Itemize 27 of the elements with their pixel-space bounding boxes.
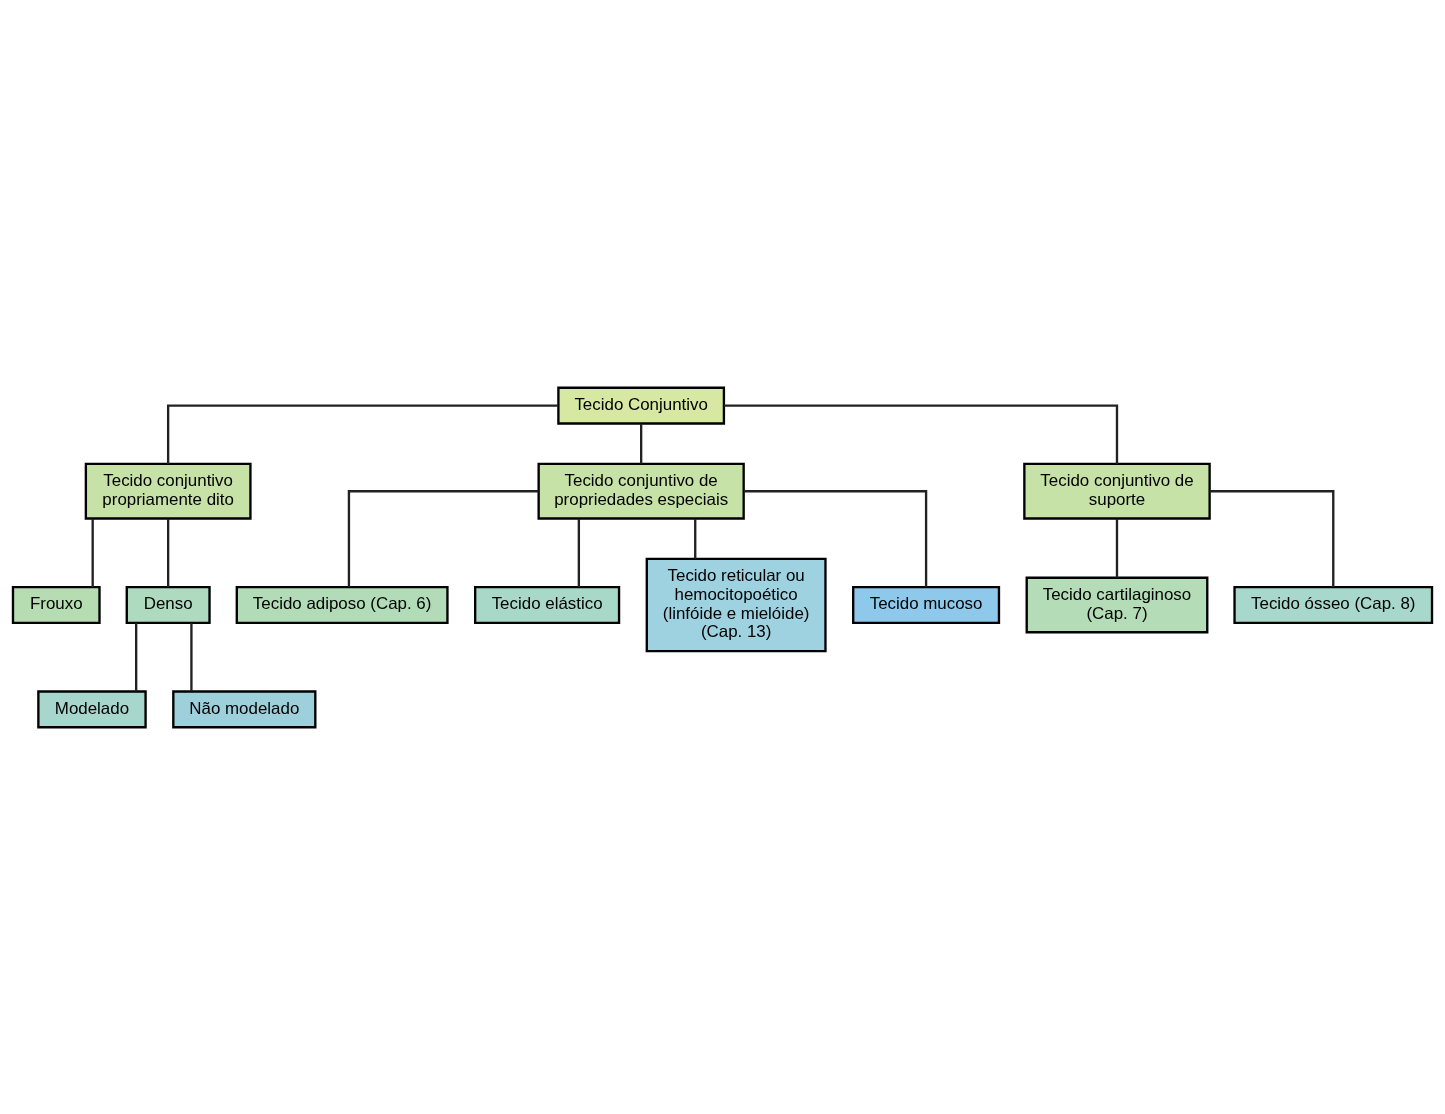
node-box: Modelado	[37, 689, 147, 728]
connector	[640, 423, 643, 464]
connector	[1115, 518, 1119, 578]
node-box: Tecido elástico	[474, 585, 621, 624]
connector	[166, 518, 170, 587]
connector	[347, 489, 539, 587]
connector	[577, 518, 581, 587]
node-box: Denso	[125, 585, 211, 624]
node-box: Tecido conjuntivo de propriedades especiais	[537, 462, 745, 520]
connector	[91, 518, 94, 587]
connector	[1209, 489, 1335, 587]
node-box: Tecido mucoso	[852, 585, 1001, 624]
connector	[135, 622, 138, 691]
node-box: Tecido adiposo (Cap. 6)	[235, 585, 449, 624]
node-box: Não modelado	[172, 689, 317, 728]
node-box: Tecido conjuntivo de suporte	[1023, 462, 1211, 520]
connector	[744, 489, 928, 587]
node-box: Tecido cartilaginoso (Cap. 7)	[1025, 576, 1209, 633]
node-box: Tecido Conjuntivo	[557, 386, 726, 425]
node-box: Tecido reticular ou hemocitopoético (linfóide e mielóide) (Cap. 13)	[645, 557, 827, 652]
node-box: Frouxo	[11, 585, 101, 624]
connector	[724, 403, 1119, 464]
connector	[694, 518, 697, 559]
node-box: Tecido ósseo (Cap. 8)	[1233, 585, 1434, 624]
node-box: Tecido conjuntivo propriamente dito	[84, 462, 252, 520]
connector	[166, 403, 559, 464]
connector	[190, 622, 193, 691]
